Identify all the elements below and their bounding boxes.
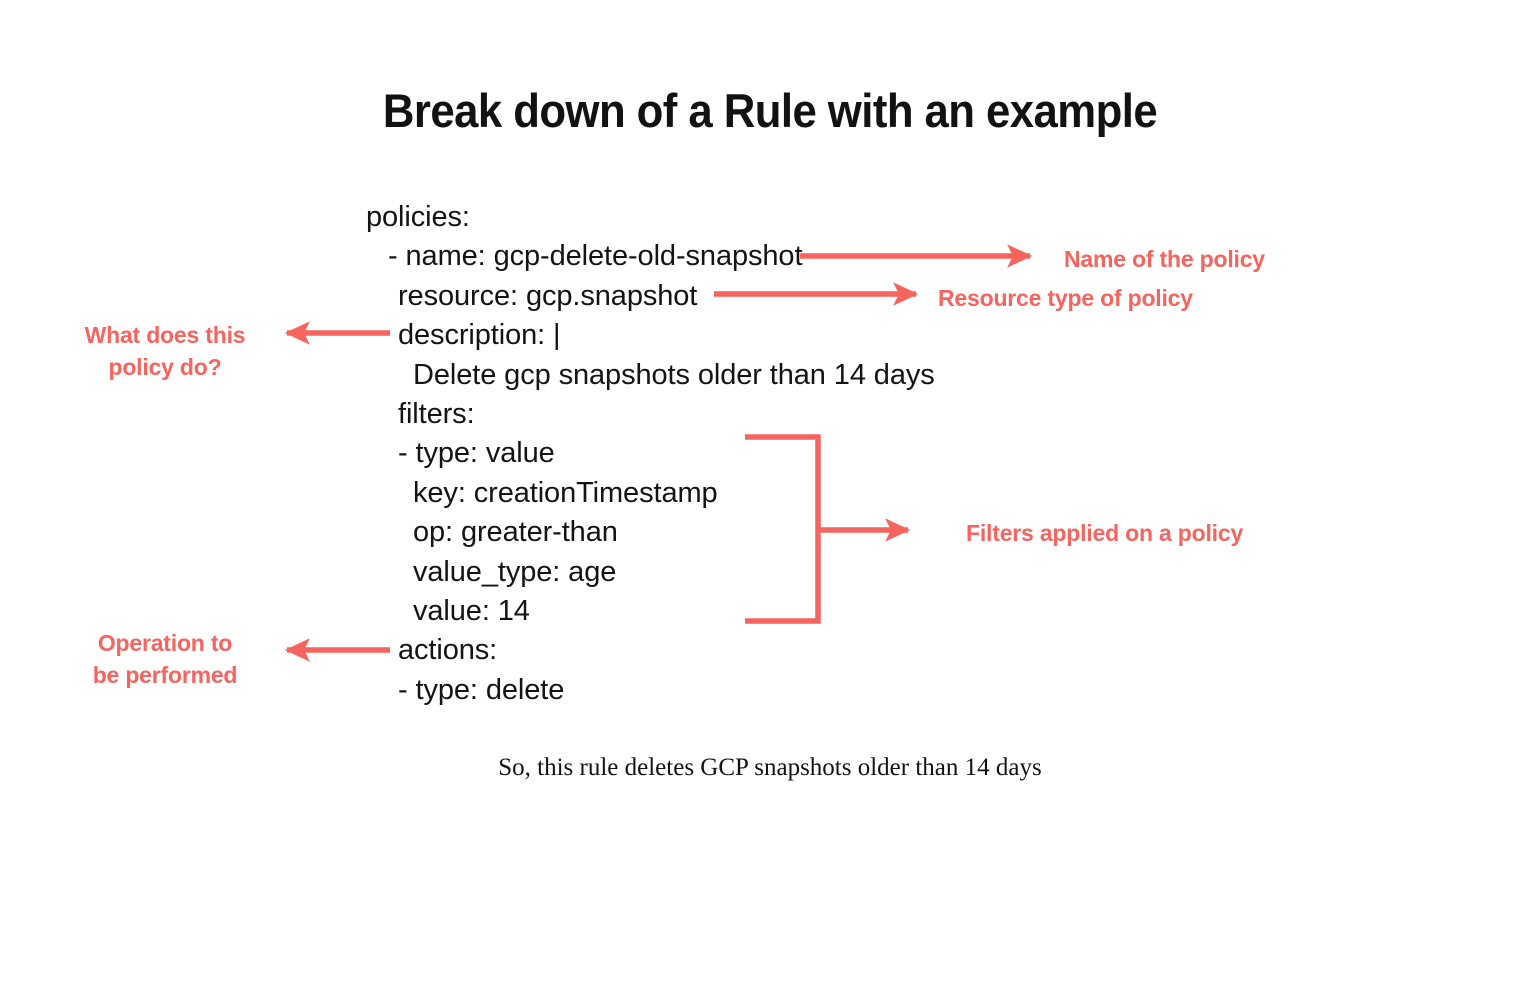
code-line: - type: delete xyxy=(398,673,565,706)
annotation-label-resource: Resource type of policy xyxy=(938,285,1193,311)
code-line: Delete gcp snapshots older than 14 days xyxy=(413,358,935,391)
code-line: policies: xyxy=(366,201,470,233)
annotation-label-name: Name of the policy xyxy=(1064,246,1265,272)
annotation-label-filters: Filters applied on a policy xyxy=(966,520,1244,546)
code-line: value: 14 xyxy=(413,594,530,627)
code-line: resource: gcp.snapshot xyxy=(398,279,698,312)
page-title: Break down of a Rule with an example xyxy=(382,84,1158,137)
code-line: - type: value xyxy=(398,437,555,470)
code-line: actions: xyxy=(398,634,498,667)
code-line: value_type: age xyxy=(413,555,617,588)
code-line: op: greater-than xyxy=(413,516,618,549)
code-line: filters: xyxy=(398,397,475,430)
yaml-code-block: policies: - name: gcp-delete-old-snapsho… xyxy=(366,198,935,710)
annotation-label-actions: Operation to be performed xyxy=(92,630,238,688)
annotation-label-description: What does this policy do? xyxy=(84,322,246,380)
code-line: key: creationTimestamp xyxy=(413,476,718,509)
code-line: description: | xyxy=(398,319,561,352)
summary-caption: So, this rule deletes GCP snapshots olde… xyxy=(498,754,1042,781)
code-line: - name: gcp-delete-old-snapshot xyxy=(388,240,803,273)
